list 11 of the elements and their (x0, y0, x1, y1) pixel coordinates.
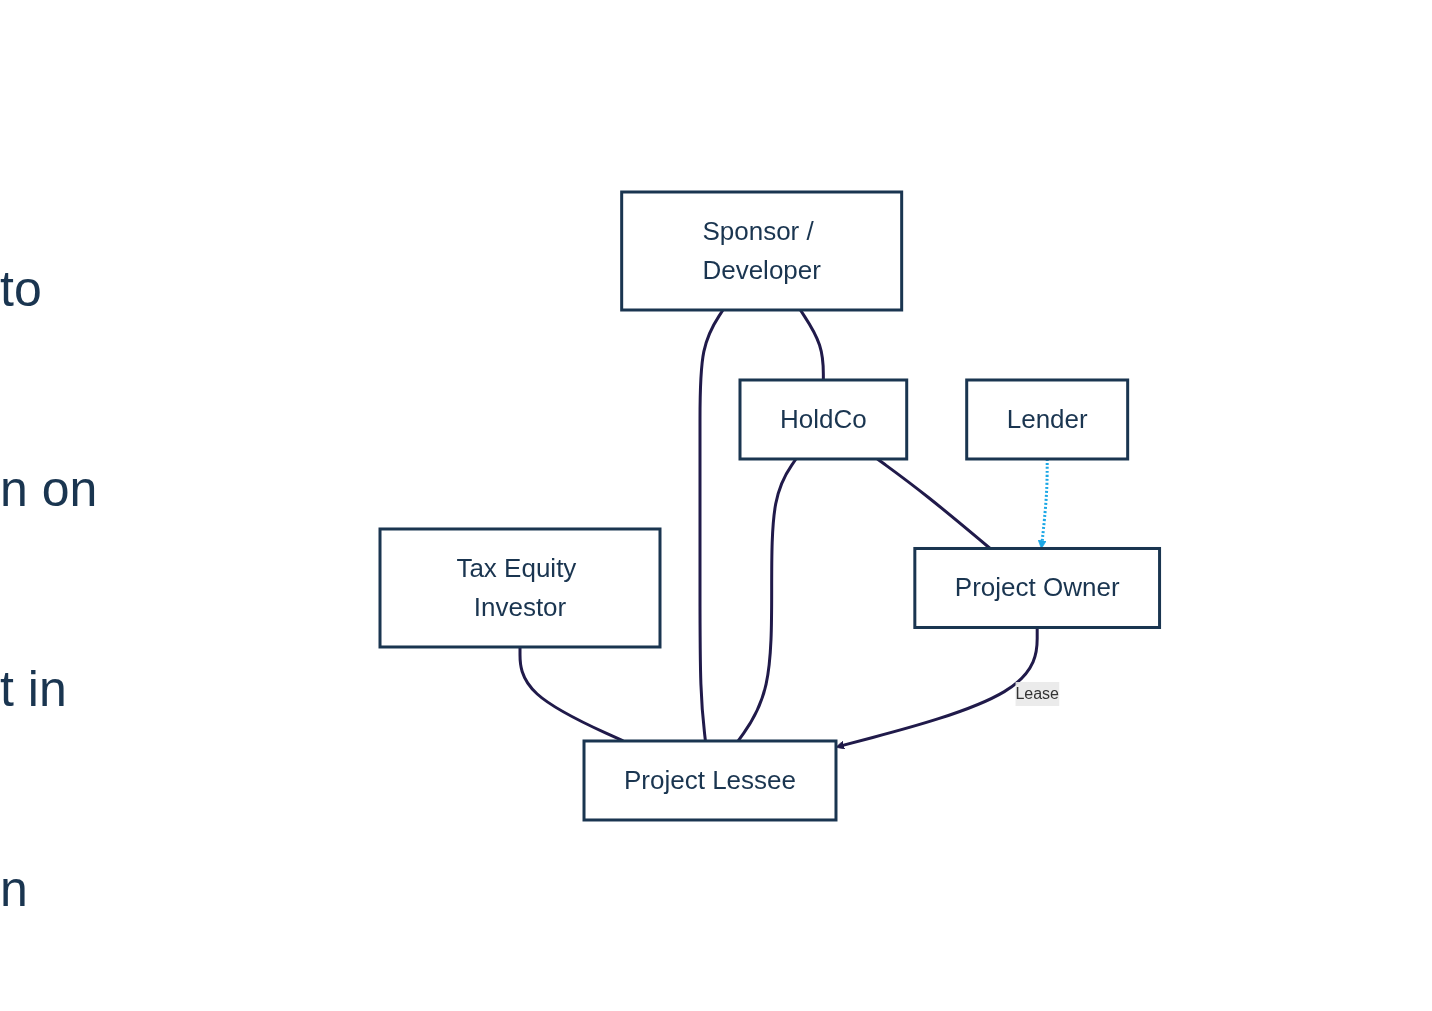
text-fragment: n (0, 860, 28, 918)
node-box: HoldCo (738, 378, 909, 460)
node-box: Tax Equity Investor (378, 527, 662, 648)
node-box: Lender (965, 378, 1130, 460)
node-box: Project Owner (913, 546, 1162, 629)
node-box: Sponsor / Developer (620, 190, 904, 311)
text-fragment: t in (0, 660, 67, 718)
text-fragment: to (0, 260, 42, 318)
node-box: Project Lessee (582, 739, 838, 821)
edge-label: Lease (1015, 684, 1060, 702)
text-fragment: n on (0, 460, 98, 518)
